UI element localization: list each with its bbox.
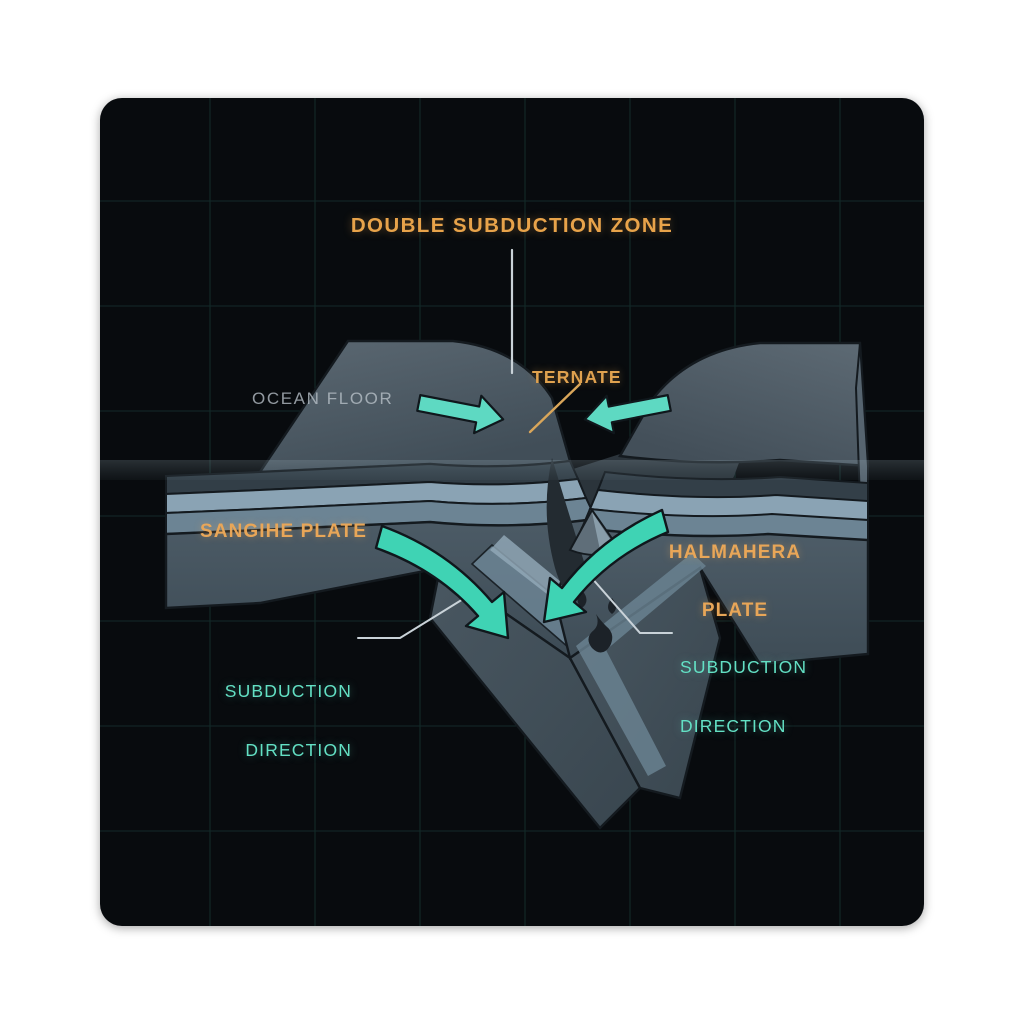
convergence-arrows xyxy=(416,394,672,435)
subduction-arrow-right xyxy=(542,508,670,624)
left-subduction-leader xyxy=(357,595,469,639)
leader-lines xyxy=(357,248,673,639)
magma-flame xyxy=(588,614,613,653)
subduction-arrows xyxy=(374,508,670,640)
sangihe-descending-slab xyxy=(428,565,642,830)
sea-surface-band xyxy=(100,460,924,480)
subduction-arrow-left xyxy=(374,524,510,640)
halmahera-slab-stratum xyxy=(576,553,706,776)
cross-section-illustration xyxy=(100,98,924,926)
diagram-canvas: DOUBLE SUBDUCTION ZONE OCEAN FLOOR TERNA… xyxy=(100,98,924,926)
convergence-arrow-right xyxy=(583,394,672,435)
right-subduction-leader xyxy=(589,575,673,634)
trench-notch xyxy=(546,458,586,593)
convergence-arrow-left xyxy=(416,394,505,435)
sangihe-top-surface xyxy=(257,339,572,474)
ternate-leader-line xyxy=(528,382,582,434)
